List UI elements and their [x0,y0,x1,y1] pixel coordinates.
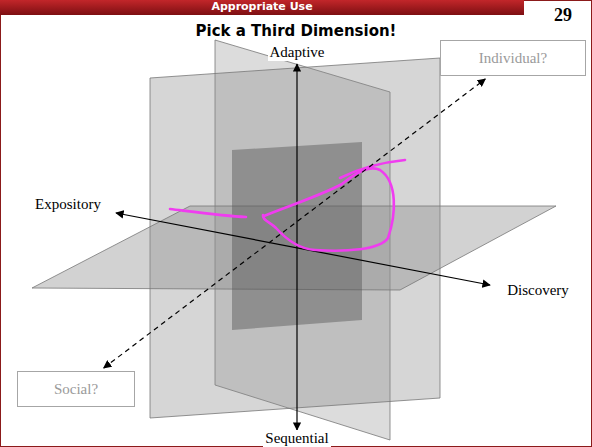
axis-label: Expository [33,196,103,213]
axis-label: Sequential [263,430,330,447]
axis-label: Adaptive [268,44,327,61]
dashed-axis [104,79,486,368]
dimension-box: Individual? [440,40,586,76]
title-text: Pick a Third Dimension! [196,22,397,40]
box-text: Social? [54,381,98,398]
dimension-box: Social? [17,371,135,407]
axis-label: Discovery [505,282,571,299]
slide-title: Pick a Third Dimension! [0,22,592,40]
box-text: Individual? [479,50,547,67]
header-text: Appropriate Use [209,1,314,14]
slide-number: 29 [552,5,574,26]
